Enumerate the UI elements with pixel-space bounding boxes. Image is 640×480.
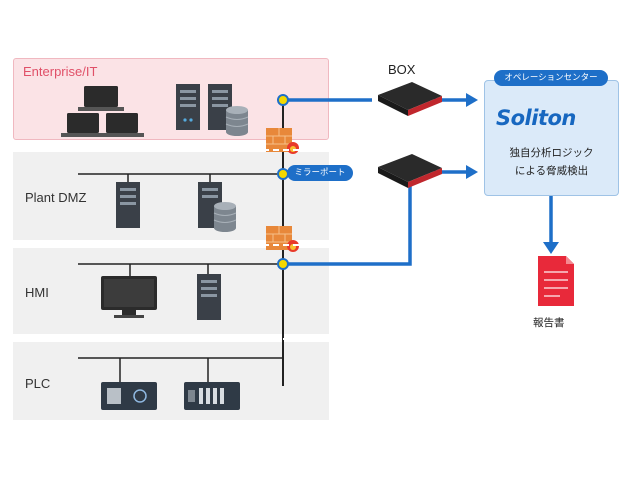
plc-icon — [184, 382, 240, 410]
firewall-icon — [266, 226, 299, 252]
laptop-icon — [78, 86, 124, 111]
database-icon — [225, 106, 249, 136]
analysis-text: 独自分析ロジック による脅威検出 — [484, 144, 619, 180]
operation-center-header: オペレーションセンター — [494, 70, 608, 86]
port-icon — [277, 258, 289, 270]
laptop-icon — [100, 113, 144, 137]
plc-zone — [13, 342, 329, 420]
plc-icon — [101, 382, 157, 410]
firewall-icon — [266, 128, 299, 154]
plant-dmz-zone — [13, 152, 329, 240]
hmi-zone — [13, 248, 329, 334]
zone-divider — [13, 338, 329, 340]
analysis-line-2: による脅威検出 — [514, 165, 589, 177]
database-icon — [213, 202, 237, 232]
monitor-icon — [101, 276, 157, 318]
server-rack-icon — [197, 274, 221, 320]
arrow-icon — [466, 165, 478, 179]
enterprise-zone — [13, 58, 329, 140]
enterprise-label: Enterprise/IT — [23, 64, 98, 79]
appliance-icon — [378, 154, 442, 188]
arrow-icon — [543, 242, 559, 254]
zone-divider — [13, 244, 329, 246]
mirror-port-badge: ミラーポート — [287, 165, 353, 181]
analysis-line-1: 独自分析ロジック — [509, 147, 594, 159]
appliance-icon — [378, 82, 442, 116]
document-icon — [538, 256, 574, 306]
zone-divider — [13, 149, 329, 151]
server-rack-icon — [176, 84, 200, 130]
server-rack-icon — [116, 182, 140, 228]
laptop-icon — [61, 113, 105, 137]
soliton-logo: Soliton — [496, 106, 576, 130]
hmi-label: HMI — [25, 285, 49, 300]
port-icon — [277, 94, 289, 106]
report-label: 報告書 — [533, 317, 565, 329]
arrow-icon — [466, 93, 478, 107]
plant-dmz-label: Plant DMZ — [25, 190, 87, 205]
plc-label: PLC — [25, 376, 51, 391]
box-label: BOX — [388, 62, 416, 77]
hmi-to-box-line — [283, 184, 412, 266]
